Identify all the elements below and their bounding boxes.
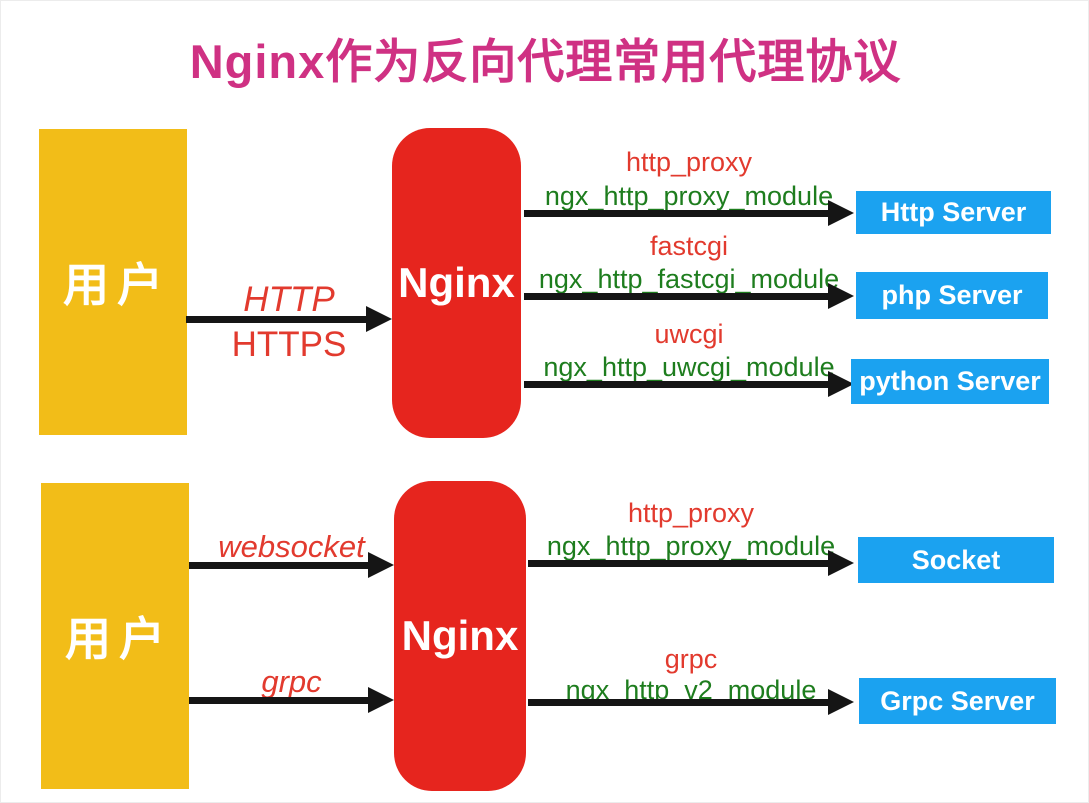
route-module-label: ngx_http_uwcgi_module bbox=[543, 352, 835, 382]
server-label: Http Server bbox=[880, 197, 1027, 227]
server-label: Socket bbox=[911, 544, 1001, 575]
arrow-head-icon bbox=[368, 687, 394, 713]
route-protocol-label: grpc bbox=[664, 644, 718, 674]
user-label-bottom: 用户 bbox=[65, 613, 173, 665]
server-box-php: php Server bbox=[856, 272, 1048, 319]
server-box-socket: Socket bbox=[858, 537, 1054, 583]
protocol-label-https: HTTPS bbox=[231, 325, 347, 364]
route-module-label: ngx_http_proxy_module bbox=[546, 531, 836, 561]
diagram-title: Nginx作为反向代理常用代理协议 bbox=[189, 35, 902, 88]
arrow-shaft bbox=[524, 292, 828, 300]
protocol-label-grpc: grpc bbox=[261, 664, 322, 699]
arrow-shaft bbox=[524, 209, 828, 217]
arrow-nginx-to-socket bbox=[528, 550, 854, 576]
arrow-head-icon bbox=[828, 689, 854, 715]
arrow-head-icon bbox=[368, 552, 394, 578]
arrow-user-to-nginx-websocket bbox=[189, 552, 394, 578]
arrow-head-icon bbox=[366, 306, 392, 332]
arrow-head-icon bbox=[828, 371, 854, 397]
route-protocol-label: http_proxy bbox=[625, 147, 753, 177]
arrow-nginx-to-python-server bbox=[524, 371, 854, 397]
arrow-shaft bbox=[186, 315, 366, 323]
nginx-label-top: Nginx bbox=[398, 259, 515, 306]
protocol-label-http: HTTP bbox=[243, 280, 335, 319]
nginx-label-bottom: Nginx bbox=[401, 612, 519, 659]
route-protocol-label: uwcgi bbox=[654, 319, 724, 349]
arrow-shaft bbox=[528, 698, 828, 706]
user-box-bottom: 用户 bbox=[41, 483, 189, 789]
user-box-top: 用户 bbox=[39, 129, 187, 435]
arrow-shaft bbox=[189, 561, 368, 569]
arrow-nginx-to-grpc-server bbox=[528, 689, 854, 715]
route-module-label: ngx_http_fastcgi_module bbox=[538, 264, 840, 294]
arrow-head-icon bbox=[828, 200, 854, 226]
server-box-http: Http Server bbox=[856, 191, 1051, 234]
arrow-shaft bbox=[189, 696, 368, 704]
route-protocol-label: http_proxy bbox=[627, 498, 755, 528]
arrow-shaft bbox=[528, 559, 828, 567]
server-label: Grpc Server bbox=[880, 685, 1035, 716]
arrow-user-to-nginx-grpc bbox=[189, 687, 394, 713]
server-box-grpc: Grpc Server bbox=[859, 678, 1056, 724]
server-label: python Server bbox=[859, 366, 1041, 396]
arrow-nginx-to-php-server bbox=[524, 283, 854, 309]
arrow-head-icon bbox=[828, 550, 854, 576]
arrow-shaft bbox=[524, 380, 828, 388]
route-protocol-label: fastcgi bbox=[649, 231, 729, 261]
nginx-box-bottom: Nginx bbox=[394, 481, 526, 791]
server-box-python: python Server bbox=[851, 359, 1049, 404]
arrow-user-to-nginx-top bbox=[186, 306, 392, 332]
arrow-head-icon bbox=[828, 283, 854, 309]
arrow-nginx-to-http-server bbox=[524, 200, 854, 226]
server-label: php Server bbox=[881, 280, 1023, 310]
route-module-label: ngx_http_proxy_module bbox=[544, 181, 834, 211]
protocol-label-websocket: websocket bbox=[218, 529, 365, 564]
user-label-top: 用户 bbox=[63, 259, 171, 311]
nginx-box-top: Nginx bbox=[392, 128, 521, 438]
